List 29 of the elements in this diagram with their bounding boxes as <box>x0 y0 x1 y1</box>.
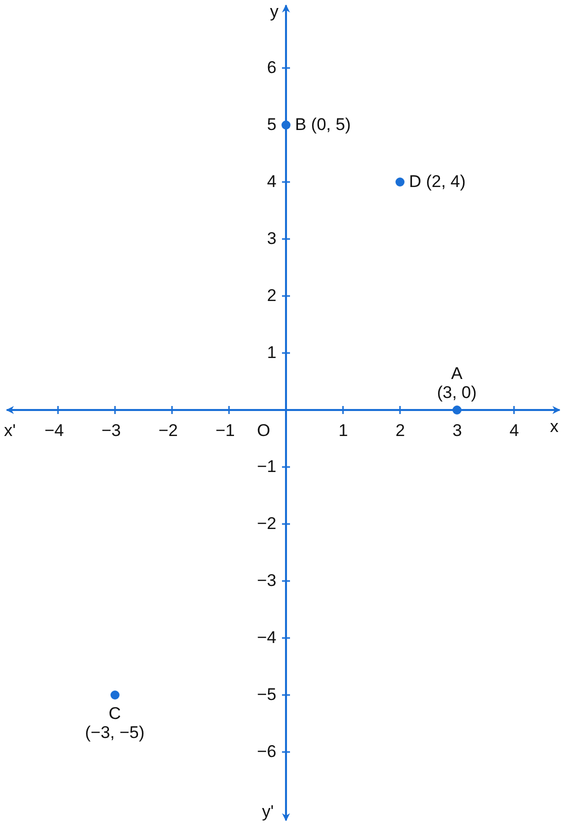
tick-label: 2 <box>396 422 405 441</box>
axis-label: x' <box>4 422 16 441</box>
tick-label: 3 <box>452 422 462 441</box>
tick-label: −3 <box>102 422 121 441</box>
point-label: D (2, 4) <box>409 172 466 192</box>
tick-label: 2 <box>267 286 276 306</box>
tick-label: −1 <box>216 422 235 441</box>
tick-label: 4 <box>267 172 276 192</box>
axis-label: y <box>270 2 278 22</box>
tick-label: −4 <box>44 422 64 441</box>
tick-label: −5 <box>257 686 276 704</box>
tick-label: −2 <box>257 514 276 534</box>
tick-label: 5 <box>267 116 276 134</box>
tick-label: −6 <box>257 742 276 762</box>
tick-label: 3 <box>267 230 276 248</box>
tick-label: −1 <box>257 458 276 476</box>
tick-label: 1 <box>267 344 276 362</box>
tick-label: 1 <box>338 422 348 441</box>
point-label: A (3, 0) <box>437 365 477 402</box>
origin-label: O <box>257 422 270 441</box>
tick-label: −3 <box>257 572 276 590</box>
axis-label: y' <box>262 802 274 822</box>
tick-label: −4 <box>257 628 276 648</box>
tick-label: −2 <box>158 422 178 441</box>
point-label: C (−3, −5) <box>85 705 145 742</box>
tick-label: 6 <box>267 58 276 78</box>
tick-label: 4 <box>510 422 519 441</box>
axis-label: x <box>550 418 558 437</box>
point-label: B (0, 5) <box>295 116 351 134</box>
